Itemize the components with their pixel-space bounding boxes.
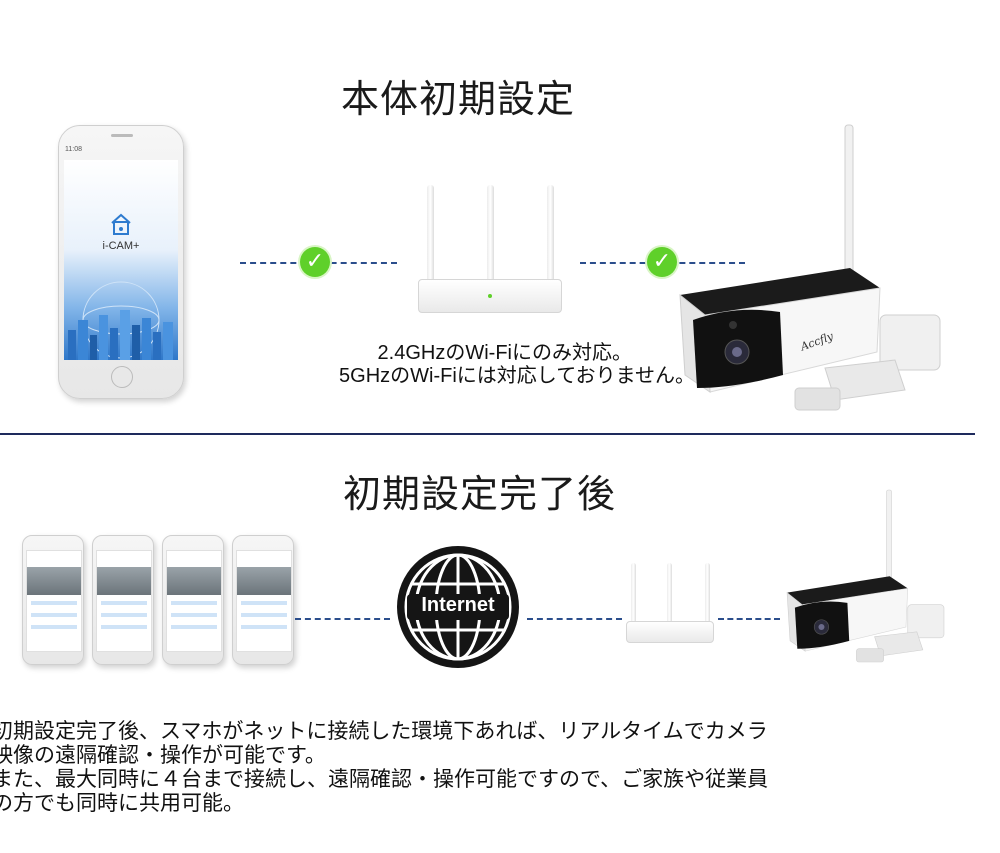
- small-phone-screen: [96, 550, 152, 652]
- camera-feed-thumbnail: [97, 567, 151, 595]
- router-illustration: [625, 563, 715, 645]
- router-body: [418, 279, 562, 313]
- small-phone: [92, 535, 154, 665]
- camera-feed-thumbnail: [27, 567, 81, 595]
- description-line: また、最大同時に４台まで接続し、遠隔確認・操作可能ですので、ご家族や従業員: [0, 767, 769, 791]
- solar-camera-illustration: [679, 124, 941, 411]
- description-line: 初期設定完了後、スマホがネットに接続した環境下あれば、リアルタイムでカメラ: [0, 719, 768, 743]
- description-line: の方でも同時に共用可能。: [0, 791, 244, 815]
- connection-line-phones-internet: [295, 618, 390, 620]
- router-antenna-middle: [487, 185, 494, 285]
- section2-title: 初期設定完了後: [343, 472, 617, 516]
- phone-screen: i-CAM+: [64, 160, 178, 360]
- wifi-note-line1: 2.4GHzのWi-Fiにのみ対応。: [377, 342, 632, 364]
- small-phone: [22, 535, 84, 665]
- solar-camera-illustration: [786, 489, 945, 663]
- router-antenna-right: [547, 185, 554, 285]
- router-body: [626, 621, 714, 643]
- internet-label: Internet: [421, 594, 495, 616]
- router-antenna-middle: [667, 563, 672, 625]
- phones-group: [22, 535, 294, 665]
- connection-line-internet-router: [527, 618, 622, 620]
- phone-home-button: [111, 366, 133, 388]
- check-icon: ✓: [647, 247, 677, 277]
- check-icon: ✓: [300, 247, 330, 277]
- router-antenna-left: [631, 563, 636, 625]
- section-divider: [0, 433, 975, 435]
- small-phone-screen: [166, 550, 222, 652]
- router-illustration: [415, 185, 565, 320]
- small-phone: [162, 535, 224, 665]
- router-led-icon: [488, 294, 492, 298]
- city-skyline-graphic: [68, 281, 173, 360]
- camera-feed-thumbnail: [167, 567, 221, 595]
- camera-feed-thumbnail: [237, 567, 291, 595]
- connection-line-router-camera: [718, 618, 780, 620]
- phone-speaker: [111, 134, 133, 137]
- section1-title: 本体初期設定: [341, 77, 576, 121]
- home-wifi-icon: [111, 213, 131, 235]
- small-phone-screen: [26, 550, 82, 652]
- internet-globe-icon: [397, 546, 519, 668]
- description-block: 初期設定完了後、スマホがネットに接続した環境下あれば、リアルタイムでカメラ 映像…: [0, 719, 768, 815]
- wifi-note-line2: 5GHzのWi-Fiには対応しておりません。: [339, 365, 695, 387]
- smartphone-illustration: 11:08 i-CAM+: [58, 125, 184, 399]
- description-line: 映像の遠隔確認・操作が可能です。: [0, 743, 326, 767]
- phone-status-time: 11:08: [65, 146, 82, 153]
- router-antenna-right: [705, 563, 710, 625]
- small-phone: [232, 535, 294, 665]
- router-antenna-left: [427, 185, 434, 285]
- small-phone-screen: [236, 550, 292, 652]
- phone-app-name: i-CAM+: [102, 240, 140, 252]
